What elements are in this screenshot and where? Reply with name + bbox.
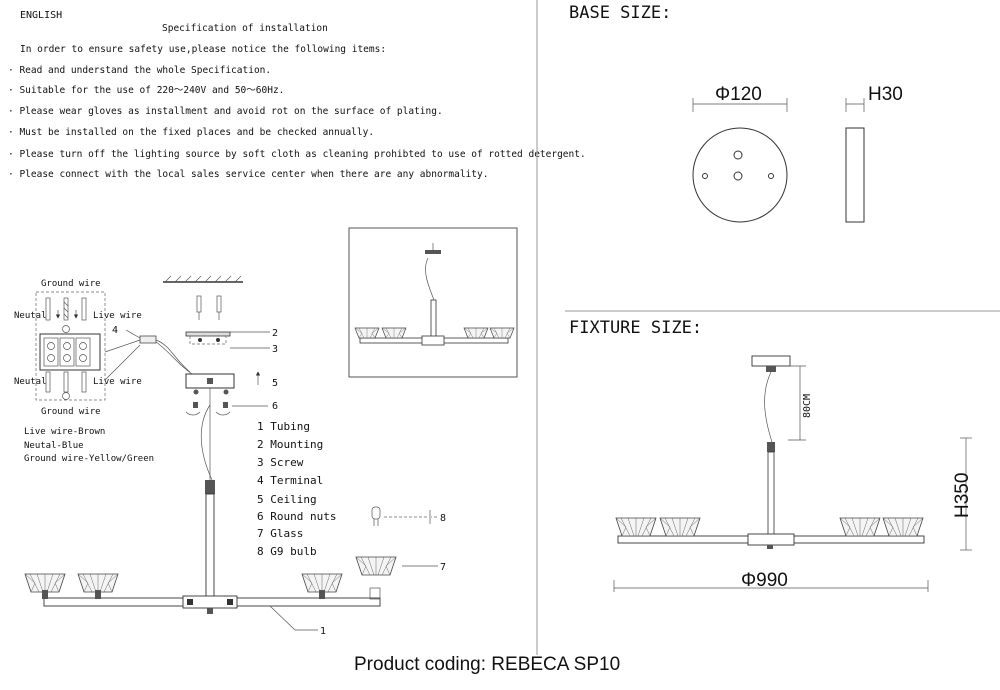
terminal-wires — [45, 297, 87, 393]
spec-item: · Please connect with the local sales se… — [8, 169, 488, 180]
callout-3: 3 — [272, 344, 278, 355]
glass-shade-exploded — [355, 556, 397, 576]
terminal-block — [39, 333, 101, 371]
g9-bulb — [371, 506, 381, 526]
spec-intro: In order to ensure safety use,please not… — [20, 44, 386, 55]
glass-shade — [24, 573, 66, 593]
base-size-heading: BASE SIZE: — [569, 3, 671, 23]
part-item: 5 Ceiling — [257, 493, 317, 506]
terminal-block-outline — [35, 291, 106, 401]
live-wire-label-top: Live wire — [93, 311, 142, 321]
callout-4: 4 — [112, 325, 118, 336]
callout-8: 8 — [440, 513, 446, 524]
fixture-size-section: FIXTURE SIZE: 80CM H350 Φ990 — [569, 318, 973, 592]
callout-6: 6 — [272, 401, 278, 412]
callout-1: 1 — [320, 626, 326, 637]
spec-item: · Please turn off the lighting source by… — [8, 149, 586, 160]
mounting-bracket — [185, 331, 231, 337]
ground-wire-label-bottom: Ground wire — [41, 407, 101, 417]
product-code: Product coding: REBECA SP10 — [354, 654, 620, 675]
glass-shade — [301, 573, 343, 593]
cable-length-label: 80CM — [802, 394, 813, 418]
spec-item: · Please wear gloves as installment and … — [8, 106, 443, 117]
language-label: ENGLISH — [20, 10, 62, 21]
terminal-connector — [139, 335, 157, 344]
part-item: 8 G9 bulb — [257, 545, 317, 558]
wall-anchors — [196, 295, 222, 320]
fixture-height-label: H350 — [952, 473, 973, 518]
base-height-label: H30 — [868, 84, 903, 105]
glass-shade — [77, 573, 119, 593]
cable-grip — [205, 480, 215, 494]
part-item: 1 Tubing — [257, 420, 310, 433]
assembled-preview — [348, 227, 518, 378]
callout-5: 5 — [272, 378, 278, 389]
base-size-section: BASE SIZE: Φ120 H30 — [569, 3, 903, 223]
part-item: 6 Round nuts — [257, 510, 336, 523]
part-item: 4 Terminal — [257, 474, 323, 487]
fixture-width-label: Φ990 — [741, 570, 788, 591]
wiring-diagram: Ground wire Ground wire Neutal Neutal Li… — [14, 279, 154, 464]
wire-color-legend: Live wire-Brown — [24, 427, 105, 437]
parts-list: 1 Tubing 2 Mounting 3 Screw 4 Terminal 5… — [257, 420, 336, 558]
neutral-label-top: Neutal — [14, 311, 47, 321]
base-diameter-label: Φ120 — [715, 84, 762, 105]
specification-section: ENGLISH Specification of installation In… — [8, 10, 586, 180]
live-wire-label-bottom: Live wire — [93, 377, 142, 387]
spec-title: Specification of installation — [162, 23, 328, 34]
neutral-label-bottom: Neutal — [14, 377, 47, 387]
ground-wire-label-top: Ground wire — [41, 279, 101, 289]
callout-2: 2 — [272, 328, 278, 339]
spec-item: · Must be installed on the fixed places … — [8, 127, 374, 138]
wire-color-legend: Ground wire-Yellow/Green — [24, 454, 154, 464]
part-item: 2 Mounting — [257, 438, 323, 451]
spec-item: · Suitable for the use of 220～240V and 5… — [8, 85, 284, 96]
base-plate-side-view — [845, 127, 865, 223]
exploded-assembly-drawing: 1 2 3 4 5 6 7 8 — [24, 275, 446, 637]
wire-color-legend: Neutal-Blue — [24, 441, 84, 451]
spec-item: · Read and understand the whole Specific… — [8, 65, 271, 76]
central-tube — [205, 493, 215, 598]
fixture-size-heading: FIXTURE SIZE: — [569, 318, 702, 338]
part-item: 7 Glass — [257, 527, 303, 540]
base-plate-top-view — [692, 127, 788, 223]
part-item: 3 Screw — [257, 456, 304, 469]
callout-7: 7 — [440, 562, 446, 573]
